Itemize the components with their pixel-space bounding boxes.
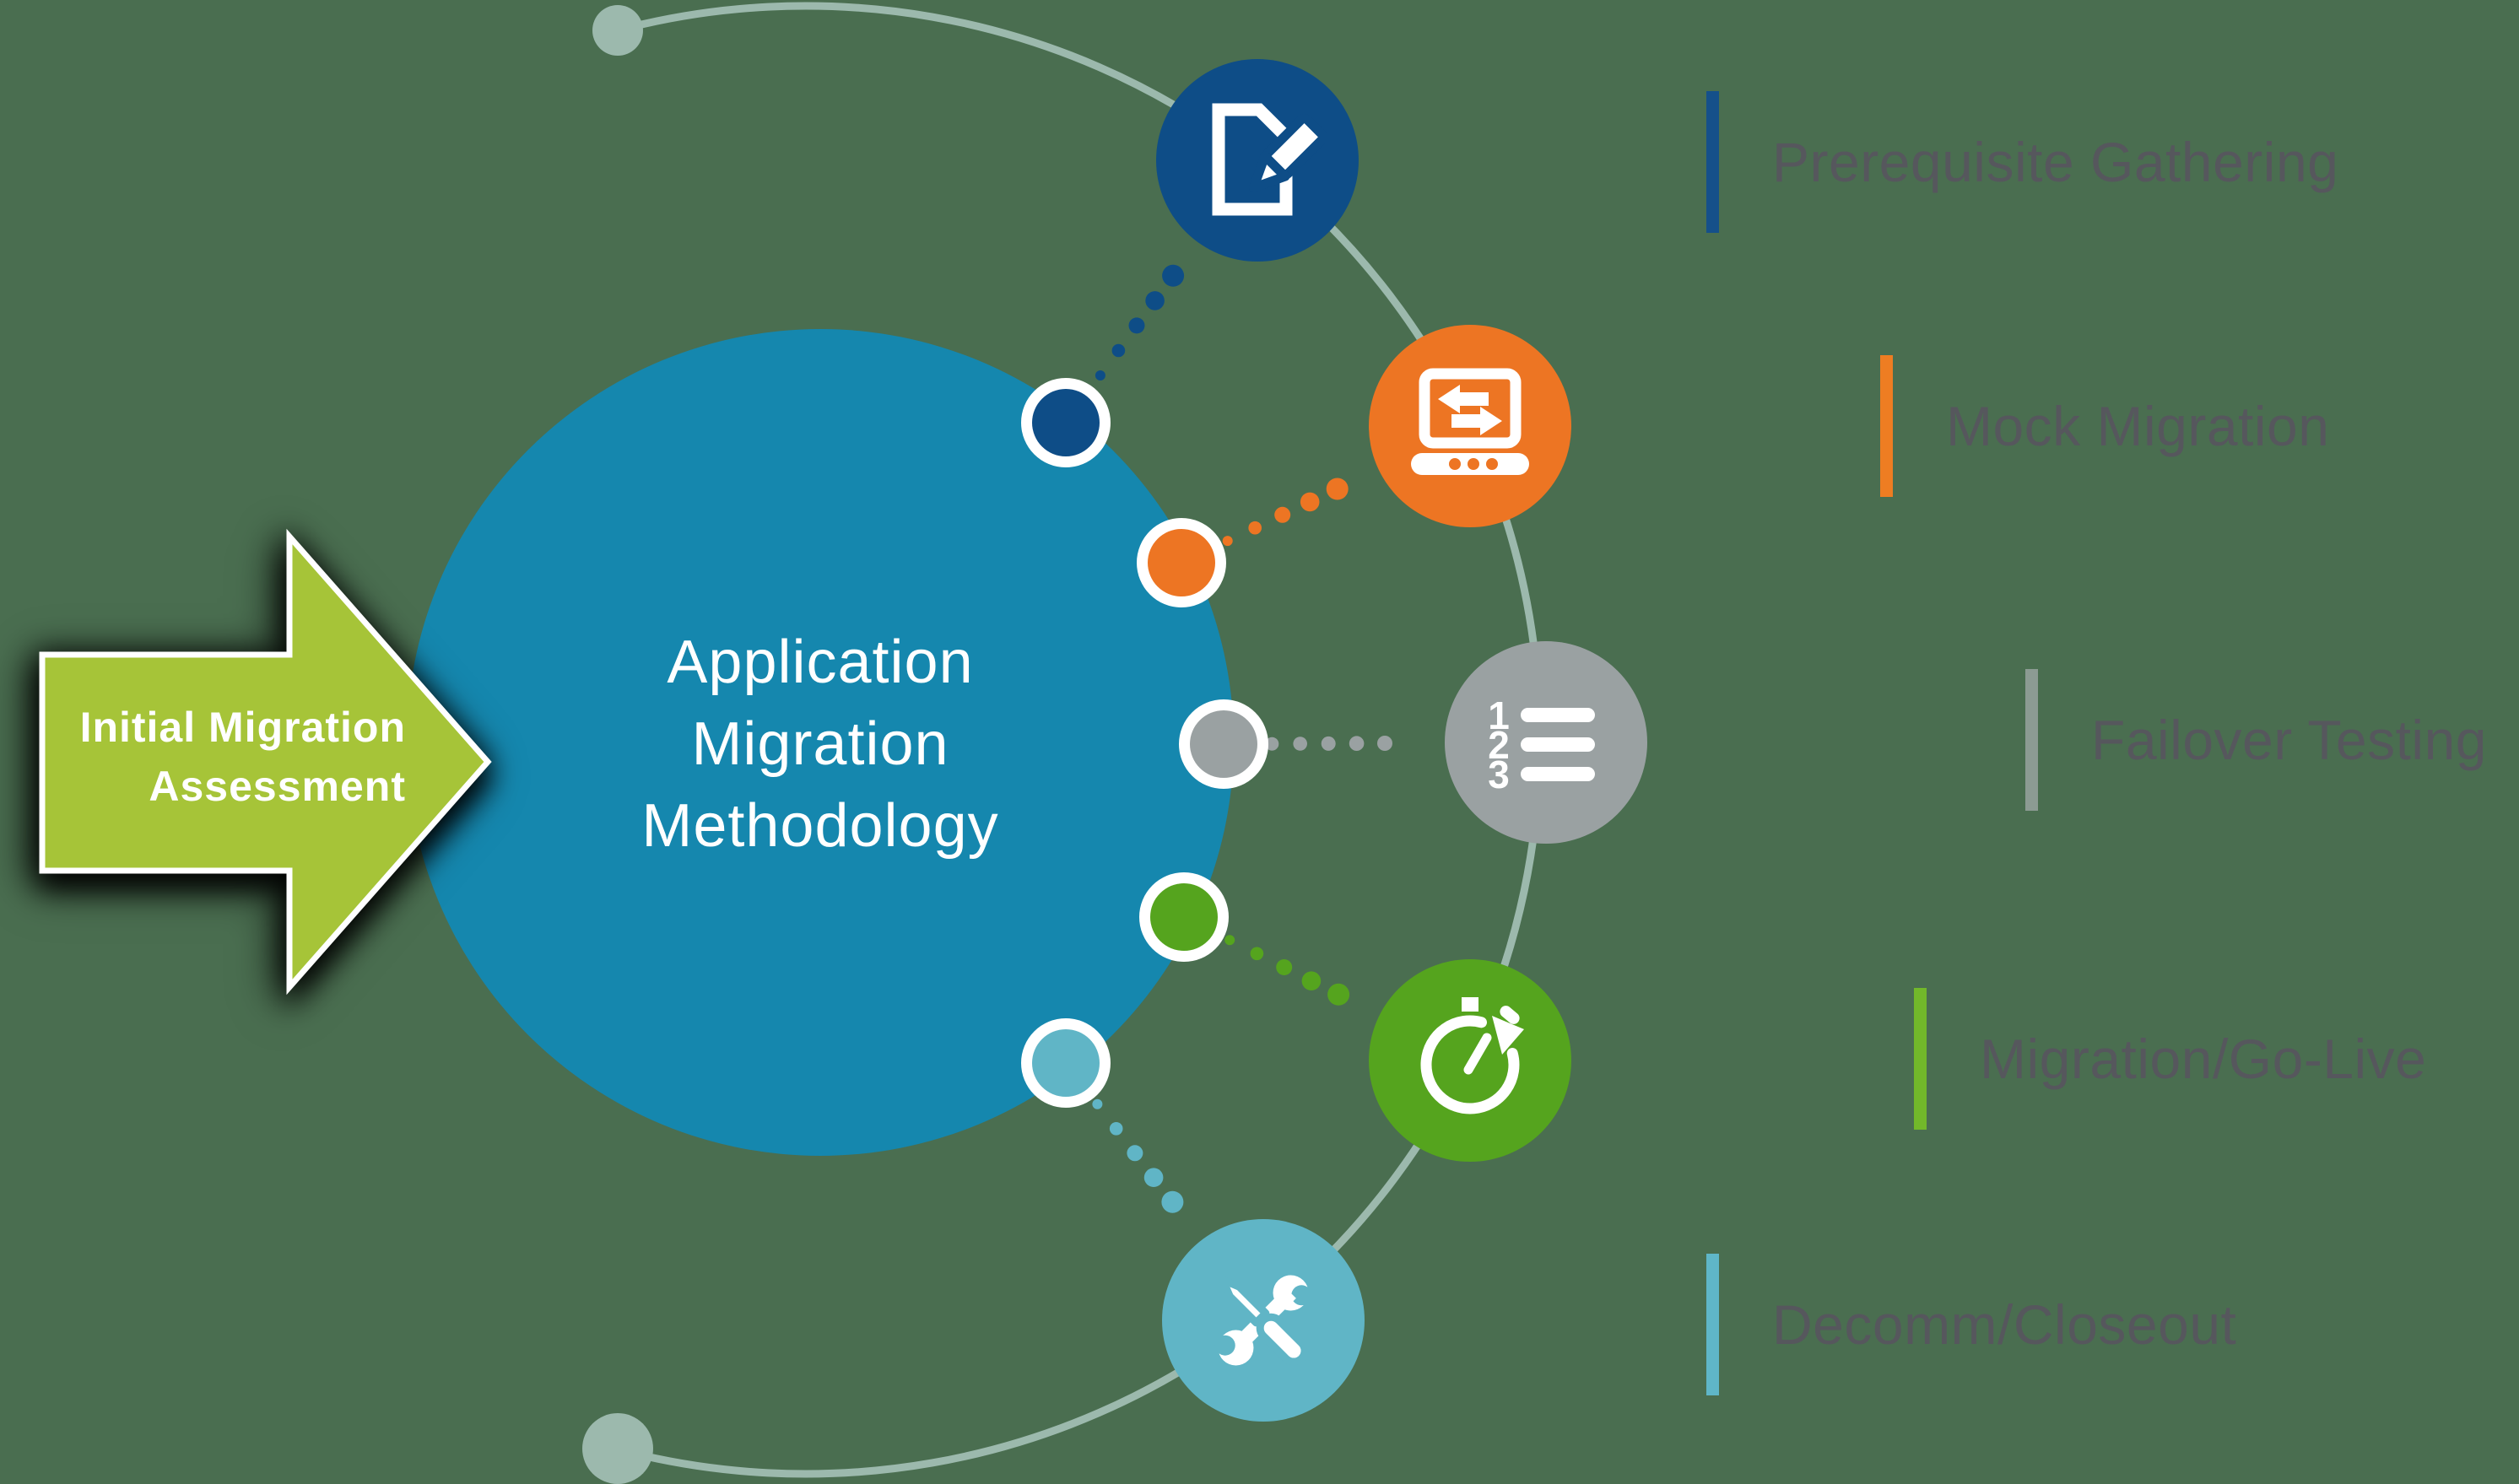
- arrow-label-line1: Initial Migration: [80, 704, 406, 751]
- arrow-label-line2: Assessment: [149, 763, 406, 810]
- connector-dot: [1250, 947, 1264, 961]
- connector-dot: [1248, 521, 1262, 535]
- legend-label-failover: Failover Testing: [2091, 709, 2488, 771]
- svg-text:2: 2: [1488, 723, 1510, 767]
- legend-label-mock-migration: Mock Migration: [1946, 395, 2330, 457]
- arrow-shape: [39, 528, 492, 996]
- tools-icon: [1214, 1275, 1312, 1366]
- main-circle-group: Application Migration Methodology: [407, 329, 1234, 1156]
- arc-end-dot: [582, 1413, 653, 1484]
- connector-dot: [1300, 492, 1320, 512]
- connector-dot: [1092, 1098, 1103, 1109]
- legend-label-decomm: Decomm/Closeout: [1772, 1293, 2237, 1356]
- edge-dot-core: [1032, 1029, 1100, 1097]
- edge-dot-decomm: [1021, 1018, 1111, 1108]
- laptop-transfer-icon: [1411, 368, 1529, 475]
- connector-dot: [1145, 291, 1165, 310]
- stopwatch-icon: [1420, 997, 1524, 1114]
- svg-text:3: 3: [1488, 753, 1510, 796]
- phase-bubble-golive: [1369, 959, 1571, 1162]
- connector-dot: [1327, 983, 1350, 1006]
- connector-dot: [1095, 370, 1105, 380]
- connector-dot: [1111, 343, 1126, 358]
- svg-text:1: 1: [1488, 693, 1510, 737]
- legend-label-golive: Migration/Go-Live: [1980, 1028, 2427, 1090]
- phase-bubble-circle: [1156, 59, 1359, 262]
- phase-bubble-mock-migration: [1369, 325, 1571, 527]
- connector-dot: [1161, 1190, 1184, 1213]
- edge-dot-core: [1190, 710, 1257, 778]
- connector-dot: [1276, 959, 1293, 975]
- connector-dot: [1326, 478, 1349, 500]
- main-circle-title-line2: Migration: [691, 710, 949, 778]
- edge-dot-mock-migration: [1137, 518, 1226, 607]
- main-circle: [407, 329, 1234, 1156]
- connector-dot: [1377, 736, 1392, 751]
- edge-dot-prerequisite: [1021, 378, 1111, 467]
- connector-dot: [1224, 935, 1235, 946]
- connector-dot: [1301, 971, 1322, 990]
- connector-dot: [1162, 264, 1185, 287]
- edge-dot-golive: [1139, 872, 1229, 962]
- connector-dot: [1321, 736, 1336, 751]
- phase-bubble-decomm: [1162, 1219, 1365, 1422]
- connector-dot: [1265, 737, 1279, 751]
- legend-bar-mock-migration: [1880, 355, 1893, 497]
- edge-dot-core: [1148, 529, 1215, 596]
- edge-dots: [1021, 378, 1268, 1108]
- phase-bubble-prerequisite: [1156, 59, 1359, 262]
- edge-dot-core: [1150, 883, 1218, 951]
- legend-bar-decomm: [1706, 1254, 1719, 1395]
- document-edit-icon: [1212, 103, 1328, 216]
- legend-item-mock-migration: Mock Migration: [1880, 355, 2329, 497]
- connector-dot-trails: [1092, 264, 1392, 1213]
- connector-dot: [1222, 536, 1233, 547]
- connector-dot: [1127, 1145, 1143, 1162]
- legend-label-prerequisite: Prerequisite Gathering: [1772, 131, 2339, 193]
- phase-bubble-failover: 1 2 3: [1445, 641, 1647, 844]
- arc-start-dot: [592, 5, 643, 56]
- edge-dot-core: [1032, 389, 1100, 456]
- connector-dot: [1128, 317, 1145, 334]
- edge-dot-failover: [1179, 699, 1268, 789]
- legend-item-failover: Failover Testing: [2025, 669, 2487, 811]
- initial-assessment-arrow: Initial Migration Assessment: [39, 528, 492, 996]
- connector-dot: [1274, 506, 1291, 523]
- legend-item-decomm: Decomm/Closeout: [1706, 1254, 2236, 1395]
- phase-icons: 1 2 3: [1156, 59, 1647, 1422]
- connector-dot: [1143, 1168, 1164, 1187]
- numbered-list-icon: 1 2 3: [1488, 693, 1595, 796]
- legend-item-prerequisite: Prerequisite Gathering: [1706, 91, 2338, 233]
- main-circle-title-line3: Methodology: [641, 792, 998, 860]
- legend-bar-failover: [2025, 669, 2038, 811]
- legend-bar-prerequisite: [1706, 91, 1719, 233]
- connector-dot: [1109, 1122, 1123, 1136]
- legend-item-golive: Migration/Go-Live: [1914, 988, 2426, 1130]
- connector-dot: [1349, 736, 1365, 751]
- legend-bar-golive: [1914, 988, 1927, 1130]
- main-circle-title-line1: Application: [667, 629, 973, 696]
- connector-dot: [1293, 737, 1307, 751]
